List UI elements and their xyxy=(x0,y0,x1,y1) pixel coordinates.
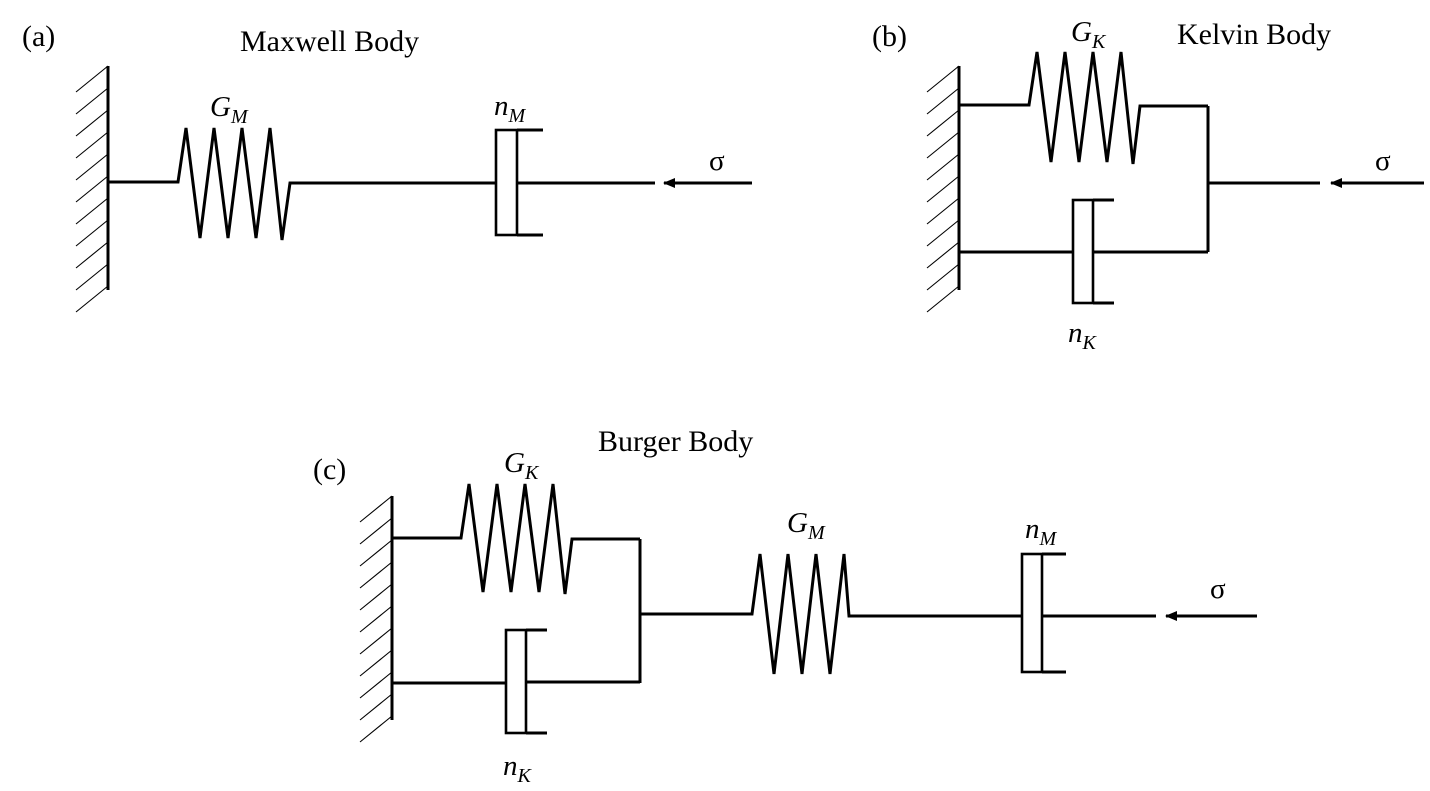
burger-maxwell-spring xyxy=(640,553,1022,675)
kelvin-sigma-label: σ xyxy=(1375,145,1391,177)
burger-body-panel: (c) Burger Body xyxy=(313,425,1257,787)
burger-maxwell-spring-label: GM xyxy=(787,507,826,544)
maxwell-fixed-wall xyxy=(75,65,110,313)
kelvin-title: Kelvin Body xyxy=(1177,18,1331,51)
maxwell-title: Maxwell Body xyxy=(240,25,419,58)
burger-maxwell-dashpot-label: nM xyxy=(1025,513,1058,550)
panel-a-tag: (a) xyxy=(22,20,55,53)
maxwell-spring xyxy=(108,127,496,241)
kelvin-fixed-wall xyxy=(926,65,961,313)
panel-b-tag: (b) xyxy=(872,20,907,53)
kelvin-dashpot xyxy=(959,198,1208,305)
burger-kelvin-dashpot xyxy=(392,628,640,735)
burger-kelvin-spring-label: GK xyxy=(504,447,540,484)
burger-title: Burger Body xyxy=(598,425,753,458)
kelvin-spring-label: GK xyxy=(1071,16,1107,53)
burger-kelvin-spring xyxy=(392,483,640,595)
burger-fixed-wall xyxy=(359,495,394,743)
burger-sigma-label: σ xyxy=(1210,573,1226,605)
maxwell-body-panel: (a) Maxwell Body xyxy=(22,20,752,313)
kelvin-dashpot-label: nK xyxy=(1068,317,1098,354)
kelvin-spring xyxy=(959,51,1208,165)
maxwell-spring-label: GM xyxy=(210,91,249,128)
maxwell-dashpot-label: nM xyxy=(494,90,527,127)
maxwell-dashpot xyxy=(494,128,655,237)
burger-kelvin-dashpot-label: nK xyxy=(503,750,533,787)
panel-c-tag: (c) xyxy=(313,453,346,486)
burger-maxwell-dashpot xyxy=(1020,552,1156,674)
maxwell-sigma-label: σ xyxy=(709,145,725,177)
kelvin-body-panel: (b) Kelvin Body xyxy=(872,16,1424,354)
